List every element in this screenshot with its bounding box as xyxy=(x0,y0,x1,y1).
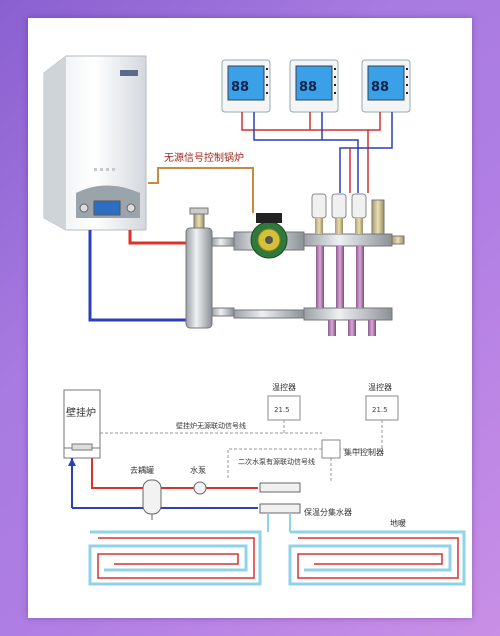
schematic-boiler: 壁挂炉 xyxy=(63,389,101,459)
thermostat-reading: 21.5 xyxy=(274,406,290,414)
schematic-manifold: 保温分集水器 xyxy=(259,482,352,517)
manifold-to-floor-pipes xyxy=(267,513,291,532)
schematic-pump: 水泵 xyxy=(190,465,207,495)
boiler-signal-cable xyxy=(148,167,254,213)
schematic-thermostat-2-label: 温控器 xyxy=(368,382,392,392)
schematic-boiler-label: 壁挂炉 xyxy=(66,406,96,419)
schematic-pump-label: 水泵 xyxy=(190,465,206,475)
schematic-pipes xyxy=(71,458,258,509)
boiler-knob-icon xyxy=(79,203,89,213)
heating-system-diagram: 无源信号控制锅炉 88 88 88 xyxy=(43,55,466,586)
boiler-display xyxy=(93,200,121,216)
pump-signal-line-label: 二次水泵有源联动信号线 xyxy=(238,457,315,466)
wall-boiler xyxy=(43,55,147,231)
manifold xyxy=(233,193,405,336)
circulation-pump xyxy=(233,213,305,259)
schematic-thermostat-1-label: 温控器 xyxy=(272,382,296,392)
schematic-signal-lines xyxy=(100,420,383,483)
schematic-separator-label: 去耦罐 xyxy=(130,465,154,475)
thermostat-reading: 88 xyxy=(371,80,389,95)
arrow-up-icon xyxy=(68,458,76,466)
thermostat-top-2: 88 xyxy=(289,59,339,113)
central-controller-label: 集中控制器 xyxy=(344,447,384,457)
schematic-thermostat-2: 温控器 21.5 xyxy=(365,382,399,421)
floor-heating-label: 地暖 xyxy=(390,518,406,528)
boiler-brand-logo xyxy=(120,70,138,76)
hydraulic-separator xyxy=(185,207,235,329)
thermostat-reading: 88 xyxy=(231,80,249,95)
thermostat-top-3: 88 xyxy=(361,59,411,113)
floor-heating-loop-2 xyxy=(288,530,466,586)
actuators xyxy=(311,193,367,234)
schematic-manifold-label: 保温分集水器 xyxy=(304,507,352,517)
boiler-pipes xyxy=(88,230,203,322)
air-vent xyxy=(371,199,385,235)
floor-heating-loop-1 xyxy=(88,530,262,586)
thermostat-wiring xyxy=(241,112,393,193)
thermostat-reading: 21.5 xyxy=(372,406,388,414)
diagram-card: 无源信号控制锅炉 88 88 88 xyxy=(28,18,472,618)
boiler-knob-icon xyxy=(126,203,136,213)
boiler-signal-line-label: 壁挂炉无源联动信号线 xyxy=(176,421,246,430)
signal-control-label: 无源信号控制锅炉 xyxy=(164,151,244,164)
schematic-separator: 去耦罐 xyxy=(130,465,162,520)
thermostat-top-1: 88 xyxy=(221,59,271,113)
thermostat-reading: 88 xyxy=(299,80,317,95)
schematic-thermostat-1: 温控器 21.5 xyxy=(267,382,301,421)
floor-loop-pipes xyxy=(316,246,376,336)
